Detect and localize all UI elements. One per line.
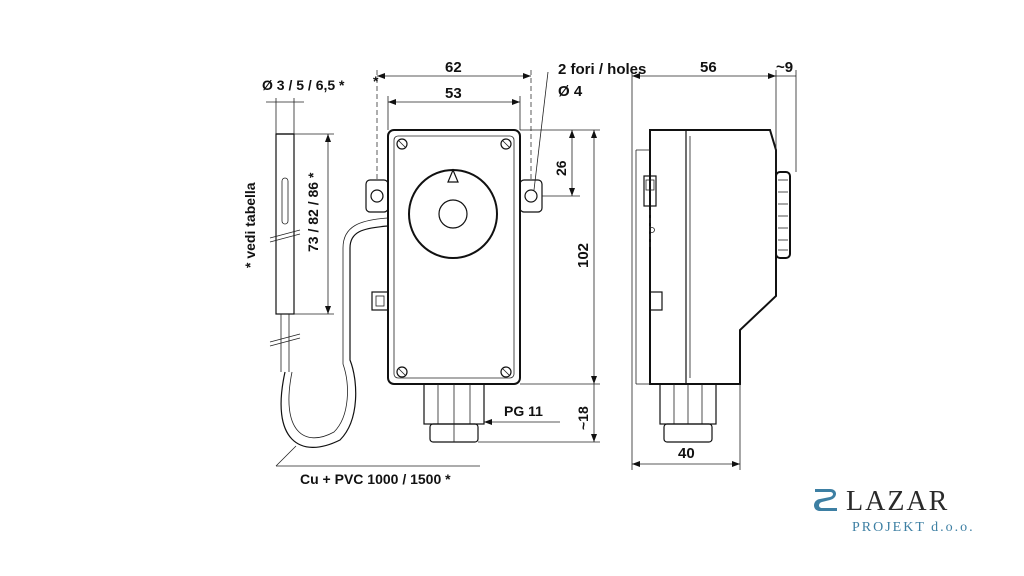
width-dims: 62 53 * — [373, 59, 532, 180]
brand-name: LAZAR — [846, 486, 950, 517]
base-depth-label: 40 — [678, 445, 695, 462]
hole-diameter-label: Ø 4 — [558, 83, 583, 100]
hole-offset-label: 26 — [553, 160, 569, 176]
side-gland — [659, 383, 717, 443]
capillary-label: Cu + PVC 1000 / 1500 * — [300, 471, 451, 487]
probe-length-label: 73 / 82 / 86 * — [305, 172, 321, 252]
lazar-logo-icon — [814, 489, 837, 511]
see-table-note: * vedi tabella — [242, 182, 258, 268]
holes-label: 2 fori / holes — [558, 61, 646, 78]
knob-depth-label: ~9 — [776, 59, 793, 76]
width-inner-label: 53 — [445, 85, 462, 102]
gland-height-label: ~18 — [575, 406, 591, 430]
probe-bulb — [269, 133, 301, 372]
probe-diameter-dim: Ø 3 / 5 / 6,5 * — [262, 77, 345, 134]
probe-diameter-label: Ø 3 / 5 / 6,5 * — [262, 77, 345, 93]
side-knob — [775, 171, 791, 259]
depth-label: 56 — [700, 59, 717, 76]
knob — [408, 168, 498, 259]
star-mark: * — [373, 73, 379, 89]
brand-subtitle: PROJEKT d.o.o. — [852, 520, 975, 535]
cable-gland — [423, 383, 485, 443]
width-outer-label: 62 — [445, 59, 462, 76]
holes-note: 2 fori / holes Ø 4 — [533, 61, 646, 191]
capillary-tube: Cu + PVC 1000 / 1500 * — [275, 217, 480, 487]
side-housing — [635, 129, 777, 385]
height-label: 102 — [575, 243, 592, 268]
gland-label: PG 11 — [504, 403, 543, 419]
height-dims: 26 102 ~18 — [478, 129, 600, 443]
gland-dim: PG 11 — [484, 403, 560, 425]
depth-dims: 56 ~9 40 — [631, 59, 797, 470]
probe-length-dim: 73 / 82 / 86 * — [294, 133, 334, 315]
